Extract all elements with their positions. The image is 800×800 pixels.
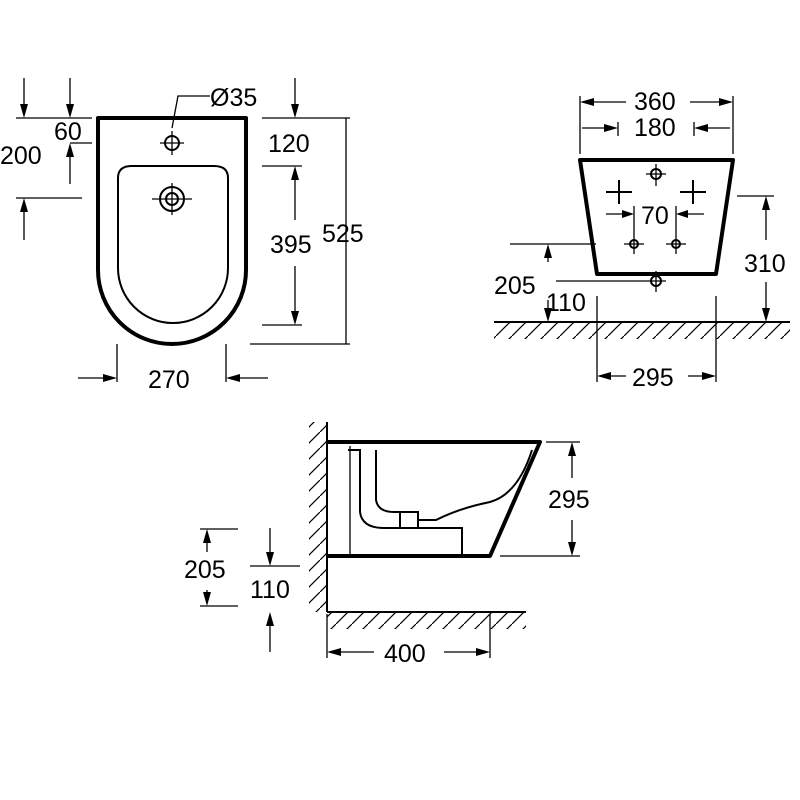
dim-d295-side: 295	[548, 486, 590, 514]
dim-d70: 70	[641, 202, 669, 230]
dim-d400: 400	[384, 640, 426, 668]
bidet-outline-top	[96, 116, 248, 346]
supply-hole-left-icon	[624, 234, 644, 254]
dim-d310: 310	[744, 250, 786, 278]
dim-d360: 360	[634, 88, 676, 116]
drain-outlet-front-icon	[646, 271, 666, 292]
dim-d525: 525	[322, 220, 364, 248]
dim-d205: 205	[494, 272, 536, 300]
dim-d270: 270	[148, 366, 190, 394]
dim-d60: 60	[54, 118, 82, 146]
bidet-basin-top	[117, 165, 229, 324]
supply-hole-right-icon	[666, 234, 686, 254]
dim-d180: 180	[634, 114, 676, 142]
bidet-inner-profile	[348, 449, 533, 556]
dim-d395: 395	[270, 231, 312, 259]
top-view: Ø35 60 200 120 395 525	[0, 78, 364, 394]
bidet-outline-side	[327, 440, 542, 558]
dim-d120: 120	[268, 130, 310, 158]
fixing-cross-left-icon	[606, 180, 632, 204]
tap-hole-icon	[160, 131, 184, 155]
dim-d110: 110	[546, 289, 586, 317]
tap-hole-front-icon	[646, 164, 666, 186]
dim-d200: 200	[0, 142, 42, 170]
fixing-cross-right-icon	[680, 180, 706, 204]
bidet-outline-front	[578, 158, 735, 276]
dim-d205-side: 205	[184, 556, 226, 584]
drain-icon	[152, 183, 192, 215]
dim-d295-front: 295	[632, 364, 674, 392]
dim-d110-side: 110	[250, 576, 290, 604]
dim-d35: Ø35	[210, 84, 257, 112]
side-view: 295 205 110 400	[184, 422, 590, 668]
front-view: 70 360 180 205 110	[494, 88, 790, 392]
